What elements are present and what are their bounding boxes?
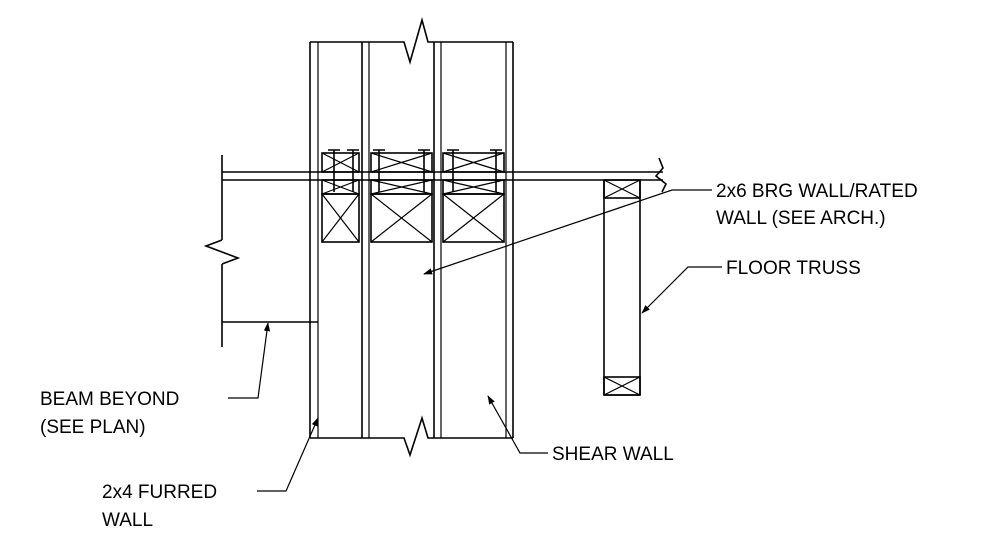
label-beam-beyond-line2: (SEE PLAN) <box>40 417 146 438</box>
fasteners <box>328 149 502 192</box>
leaders <box>228 189 722 492</box>
stud-wall-assembly <box>309 17 514 458</box>
labels: 2x6 BRG WALL/RATED WALL (SEE ARCH.) FLOO… <box>40 181 918 531</box>
block-lower-2a <box>370 179 433 195</box>
leader-beam-beyond <box>228 322 271 399</box>
leader-floor-truss <box>641 266 722 314</box>
label-furred-wall-line1: 2x4 FURRED <box>102 482 217 503</box>
label-brg-wall-line1: 2x6 BRG WALL/RATED <box>716 181 918 202</box>
label-furred-wall-line2: WALL <box>102 510 153 531</box>
deck-break-line <box>654 157 668 193</box>
leader-shear-wall <box>487 395 548 454</box>
block-upper-3 <box>442 152 505 173</box>
block-lower-2b <box>370 193 433 243</box>
leader-furred-wall <box>257 417 319 492</box>
label-brg-wall-line2: WALL (SEE ARCH.) <box>716 208 886 229</box>
leader-brg-wall <box>423 189 712 275</box>
truss-top-chord <box>603 179 641 199</box>
label-shear-wall: SHEAR WALL <box>552 444 674 465</box>
blocking-group <box>321 149 505 243</box>
label-beam-beyond-line1: BEAM BEYOND <box>40 389 179 410</box>
floor-truss <box>603 179 641 396</box>
truss-bottom-chord <box>603 376 641 396</box>
block-lower-3a <box>442 179 505 195</box>
top-break-line <box>310 17 513 65</box>
block-upper-2 <box>370 152 433 173</box>
floor-deck <box>222 157 668 193</box>
beam-beyond <box>203 155 318 347</box>
block-lower-1b <box>321 193 360 243</box>
beam-break-line <box>203 239 241 265</box>
label-floor-truss: FLOOR TRUSS <box>726 258 861 279</box>
block-lower-3b <box>442 193 505 243</box>
bottom-break-line <box>310 415 513 458</box>
